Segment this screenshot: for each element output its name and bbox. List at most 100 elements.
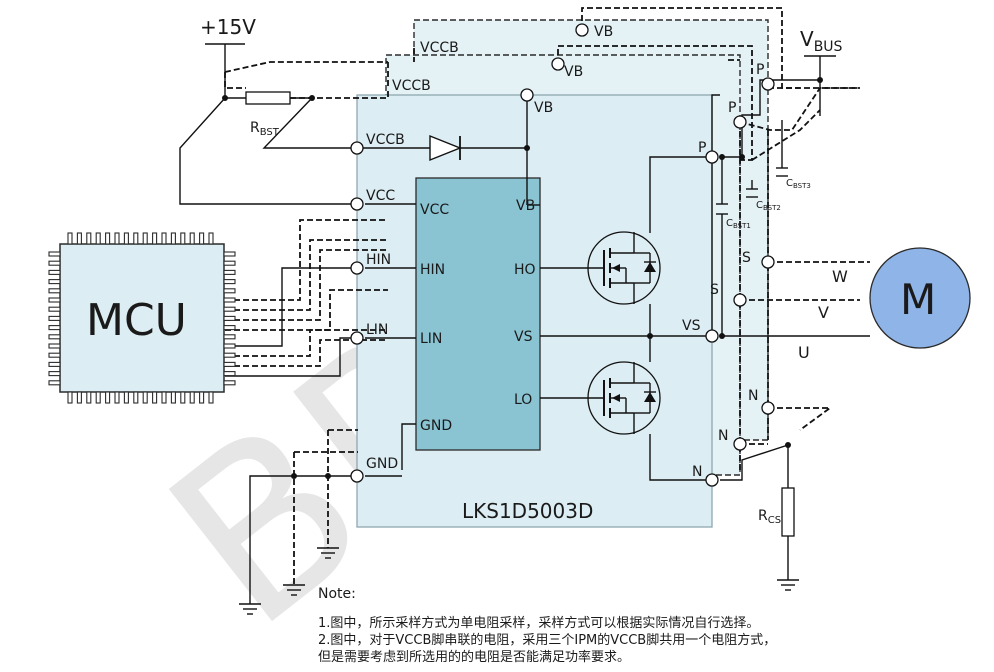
- mcu-pin: [223, 325, 236, 331]
- mcu-pin: [161, 391, 167, 404]
- mcu-pin: [48, 334, 61, 340]
- vbus-label: VBUS: [800, 27, 843, 55]
- motor-symbol: [869, 247, 971, 349]
- mcu-pin: [170, 232, 176, 245]
- mcu-pin: [48, 306, 61, 312]
- mcu-pin: [48, 315, 61, 321]
- mcu-pin: [223, 260, 236, 266]
- mcu-pin: [208, 391, 214, 404]
- motor-label: M: [900, 275, 936, 324]
- mcu-pin: [95, 391, 101, 404]
- shadow-s-1: S: [710, 282, 719, 298]
- ic-pin-hin: HIN: [420, 262, 445, 278]
- mcu-pin: [223, 251, 236, 257]
- mcu-pin: [48, 352, 61, 358]
- shadow-p-1: P: [728, 100, 736, 116]
- mcu-pin: [223, 352, 236, 358]
- mcu-pin: [48, 361, 61, 367]
- solid-wires: [179, 43, 870, 604]
- shadow-vccb-2: VCCB: [420, 40, 459, 56]
- shadow-n-1: N: [718, 428, 728, 444]
- pin-n: N: [692, 464, 702, 480]
- note-line-2: 2.图中，对于VCCB脚串联的电阻，采用三个IPM的VCCB脚共用一个电阻方式，: [318, 633, 777, 648]
- note-line-3: 但是需要考虑到所选用的的电阻是否能满足功率要求。: [318, 650, 631, 665]
- shadow-vb-1: VB: [564, 64, 583, 80]
- rbst-label: RBST: [250, 120, 280, 138]
- ic-pin-lin: LIN: [420, 331, 442, 347]
- mcu-pin: [48, 325, 61, 331]
- driver-ic-box: [415, 177, 541, 451]
- mcu-pin: [223, 361, 236, 367]
- mcu-pin: [223, 279, 236, 285]
- mcu-pin: [133, 391, 139, 404]
- mcu-pin: [67, 391, 73, 404]
- mcu-pin: [133, 232, 139, 245]
- shadow-n-2: N: [748, 388, 758, 404]
- mcu-pin: [114, 391, 120, 404]
- pin-p: P: [698, 140, 706, 156]
- pin-lin: LIN: [366, 322, 388, 338]
- mcu-pin: [180, 232, 186, 245]
- cbst1-label: CBST1: [726, 218, 751, 230]
- shadow-vb-2: VB: [594, 24, 613, 40]
- cbst3-label: CBST3: [786, 178, 811, 190]
- v15-label: +15V: [200, 15, 256, 39]
- pin-vccb: VCCB: [366, 132, 405, 148]
- mcu-pin: [223, 380, 236, 386]
- shadow-s-2: S: [742, 250, 751, 266]
- resistor-rcs: [781, 487, 795, 537]
- mcu-pin: [199, 391, 205, 404]
- notes-heading: Note:: [318, 586, 356, 602]
- mcu-pin: [223, 306, 236, 312]
- pin-gnd: GND: [366, 456, 398, 472]
- shadow-vccb-1: VCCB: [392, 78, 431, 94]
- mcu-pin: [86, 391, 92, 404]
- mcu-pin: [142, 232, 148, 245]
- mcu-pin: [95, 232, 101, 245]
- ic-pin-vcc: VCC: [420, 202, 449, 218]
- mcu-pin: [105, 391, 111, 404]
- mcu-pin: [48, 297, 61, 303]
- note-line-1: 1.图中，所示采样方式为单电阻采样，采样方式可以根据实际情况自行选择。: [318, 616, 760, 631]
- ic-pin-ho: HO: [514, 262, 536, 278]
- ic-pin-vb: VB: [516, 198, 535, 214]
- mcu-pin: [223, 288, 236, 294]
- resistor-rbst: [245, 91, 291, 105]
- notes-block: Note: 1.图中，所示采样方式为单电阻采样，采样方式可以根据实际情况自行选择…: [318, 586, 958, 666]
- mcu-pin: [223, 371, 236, 377]
- phase-w: W: [832, 267, 848, 286]
- mcu-pin: [189, 391, 195, 404]
- mcu-pin: [152, 232, 158, 245]
- mcu-pin: [208, 232, 214, 245]
- mcu-pin: [67, 232, 73, 245]
- mcu-pin: [189, 232, 195, 245]
- mcu-pin: [76, 232, 82, 245]
- mcu-pin: [48, 343, 61, 349]
- mcu-pin: [48, 371, 61, 377]
- mcu-pin: [48, 251, 61, 257]
- ic-pin-gnd: GND: [420, 418, 452, 434]
- pin-circles: [350, 23, 775, 487]
- mcu-pin: [223, 269, 236, 275]
- mcu-pin: [223, 315, 236, 321]
- phase-u: U: [798, 343, 810, 362]
- pin-vcc: VCC: [366, 188, 395, 204]
- mcu-pin: [86, 232, 92, 245]
- mcu-pin: [199, 232, 205, 245]
- ic-pin-lo: LO: [514, 392, 532, 408]
- cbst2-label: CBST2: [756, 200, 781, 212]
- mcu-pin: [223, 334, 236, 340]
- mcu-pin: [76, 391, 82, 404]
- mcu-pin: [48, 279, 61, 285]
- mcu-pin: [123, 391, 129, 404]
- mcu-pin: [180, 391, 186, 404]
- ic-pin-vs: VS: [514, 329, 533, 345]
- mcu-pin: [223, 343, 236, 349]
- pin-hin: HIN: [366, 252, 391, 268]
- mcu-pin: [48, 260, 61, 266]
- shadow-p-2: P: [756, 62, 764, 78]
- rcs-label: RCS: [758, 508, 781, 526]
- mcu-pin: [152, 391, 158, 404]
- mcu-pin: [48, 269, 61, 275]
